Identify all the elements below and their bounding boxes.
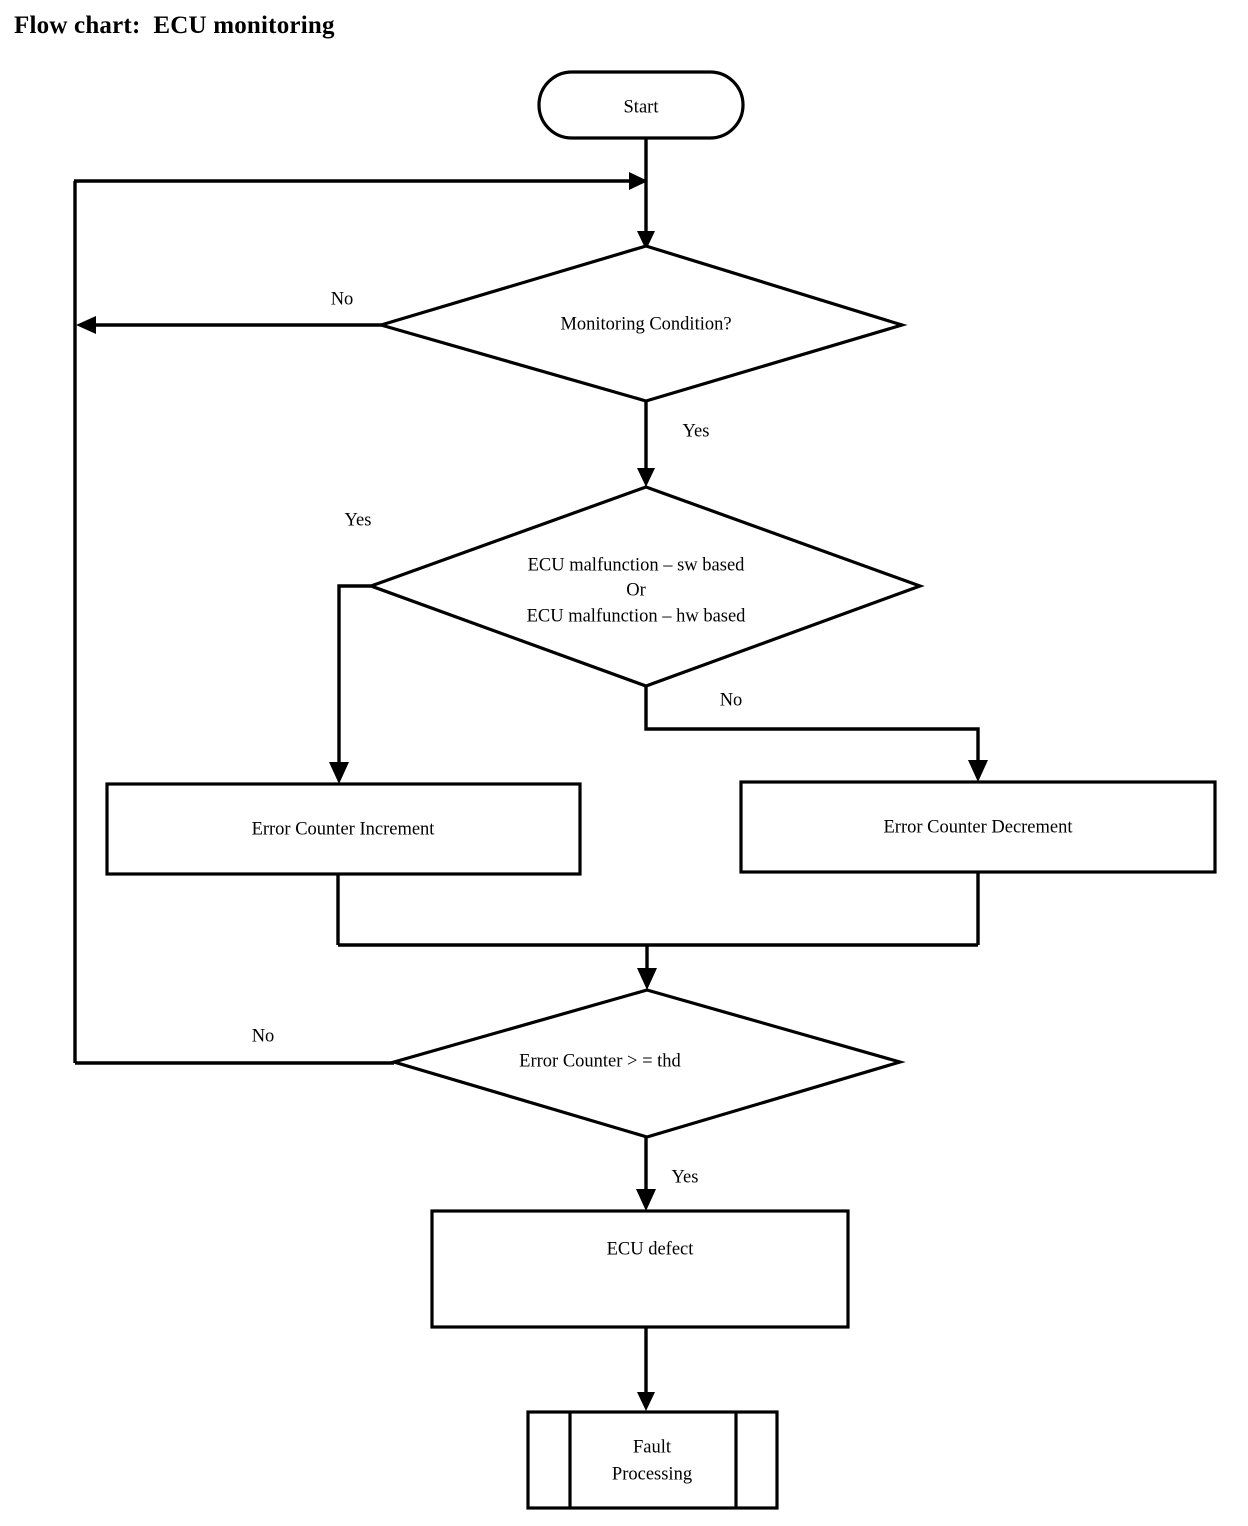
arrow-head-icon <box>968 760 988 782</box>
ecu-malfunction-label-line-1: ECU malfunction – sw based <box>528 555 746 575</box>
ecu-malfunction-label-line-2: Or <box>626 580 646 600</box>
node-error-counter-decrement[interactable]: Error Counter Decrement <box>739 780 1217 874</box>
edge-malfunction-no <box>644 686 988 782</box>
edge-loopback-feed <box>74 172 648 190</box>
ecu-malfunction-shape <box>366 485 925 688</box>
edge-label-yes-threshold: Yes <box>672 1167 699 1187</box>
monitoring-condition-shape <box>375 244 908 403</box>
node-monitoring-condition[interactable]: Monitoring Condition? <box>375 244 908 403</box>
fault-processing-label-line-2: Processing <box>612 1464 692 1484</box>
edge-merge-to-threshold <box>637 945 657 990</box>
arrow-head-icon <box>76 316 96 334</box>
page-title: Flow chart: ECU monitoring <box>14 12 335 39</box>
arrow-head-icon <box>636 1189 656 1211</box>
edge-threshold-yes <box>636 1137 656 1211</box>
edge-monitoring-yes <box>637 401 655 487</box>
error-counter-decrement-label: Error Counter Decrement <box>883 817 1073 837</box>
fault-processing-shape <box>526 1410 779 1510</box>
node-ecu-defect[interactable]: ECU defect <box>430 1209 850 1329</box>
ecu-defect-label: ECU defect <box>607 1239 695 1259</box>
ecu-defect-shape <box>430 1209 850 1329</box>
edge-label-no-monitoring: No <box>331 289 354 309</box>
error-counter-threshold-shape <box>388 988 906 1139</box>
arrow-head-icon <box>637 968 657 990</box>
start-label: Start <box>624 97 660 117</box>
edge-start-to-monitoring <box>637 137 655 250</box>
edge-label-yes-malfunction: Yes <box>345 510 372 530</box>
error-counter-increment-shape <box>105 782 582 876</box>
error-counter-increment-label: Error Counter Increment <box>252 819 436 839</box>
monitoring-condition-label: Monitoring Condition? <box>560 314 731 334</box>
node-ecu-malfunction[interactable]: ECU malfunction – sw based Or ECU malfun… <box>366 485 925 688</box>
edge-malfunction-yes <box>329 584 371 784</box>
arrow-head-icon <box>329 762 349 784</box>
edge-defect-to-fault <box>637 1327 655 1411</box>
arrow-head-icon <box>637 231 655 250</box>
error-counter-threshold-label: Error Counter > = thd <box>519 1051 681 1071</box>
arrow-head-icon <box>637 468 655 487</box>
edge-label-no-malfunction: No <box>720 690 743 710</box>
node-start[interactable]: Start <box>537 70 745 140</box>
arrow-head-icon <box>629 172 648 190</box>
ecu-malfunction-label-line-3: ECU malfunction – hw based <box>527 606 747 626</box>
fault-processing-label-line-1: Fault <box>633 1437 672 1457</box>
edge-monitoring-no <box>76 316 381 334</box>
node-error-counter-threshold[interactable]: Error Counter > = thd <box>388 988 906 1139</box>
start-shape <box>537 70 745 140</box>
node-error-counter-increment[interactable]: Error Counter Increment <box>105 782 582 876</box>
edge-label-no-threshold: No <box>252 1026 275 1046</box>
error-counter-decrement-shape <box>739 780 1217 874</box>
edge-label-yes-monitoring: Yes <box>683 421 710 441</box>
node-fault-processing[interactable]: Fault Processing <box>526 1410 779 1510</box>
arrow-head-icon <box>637 1392 655 1411</box>
